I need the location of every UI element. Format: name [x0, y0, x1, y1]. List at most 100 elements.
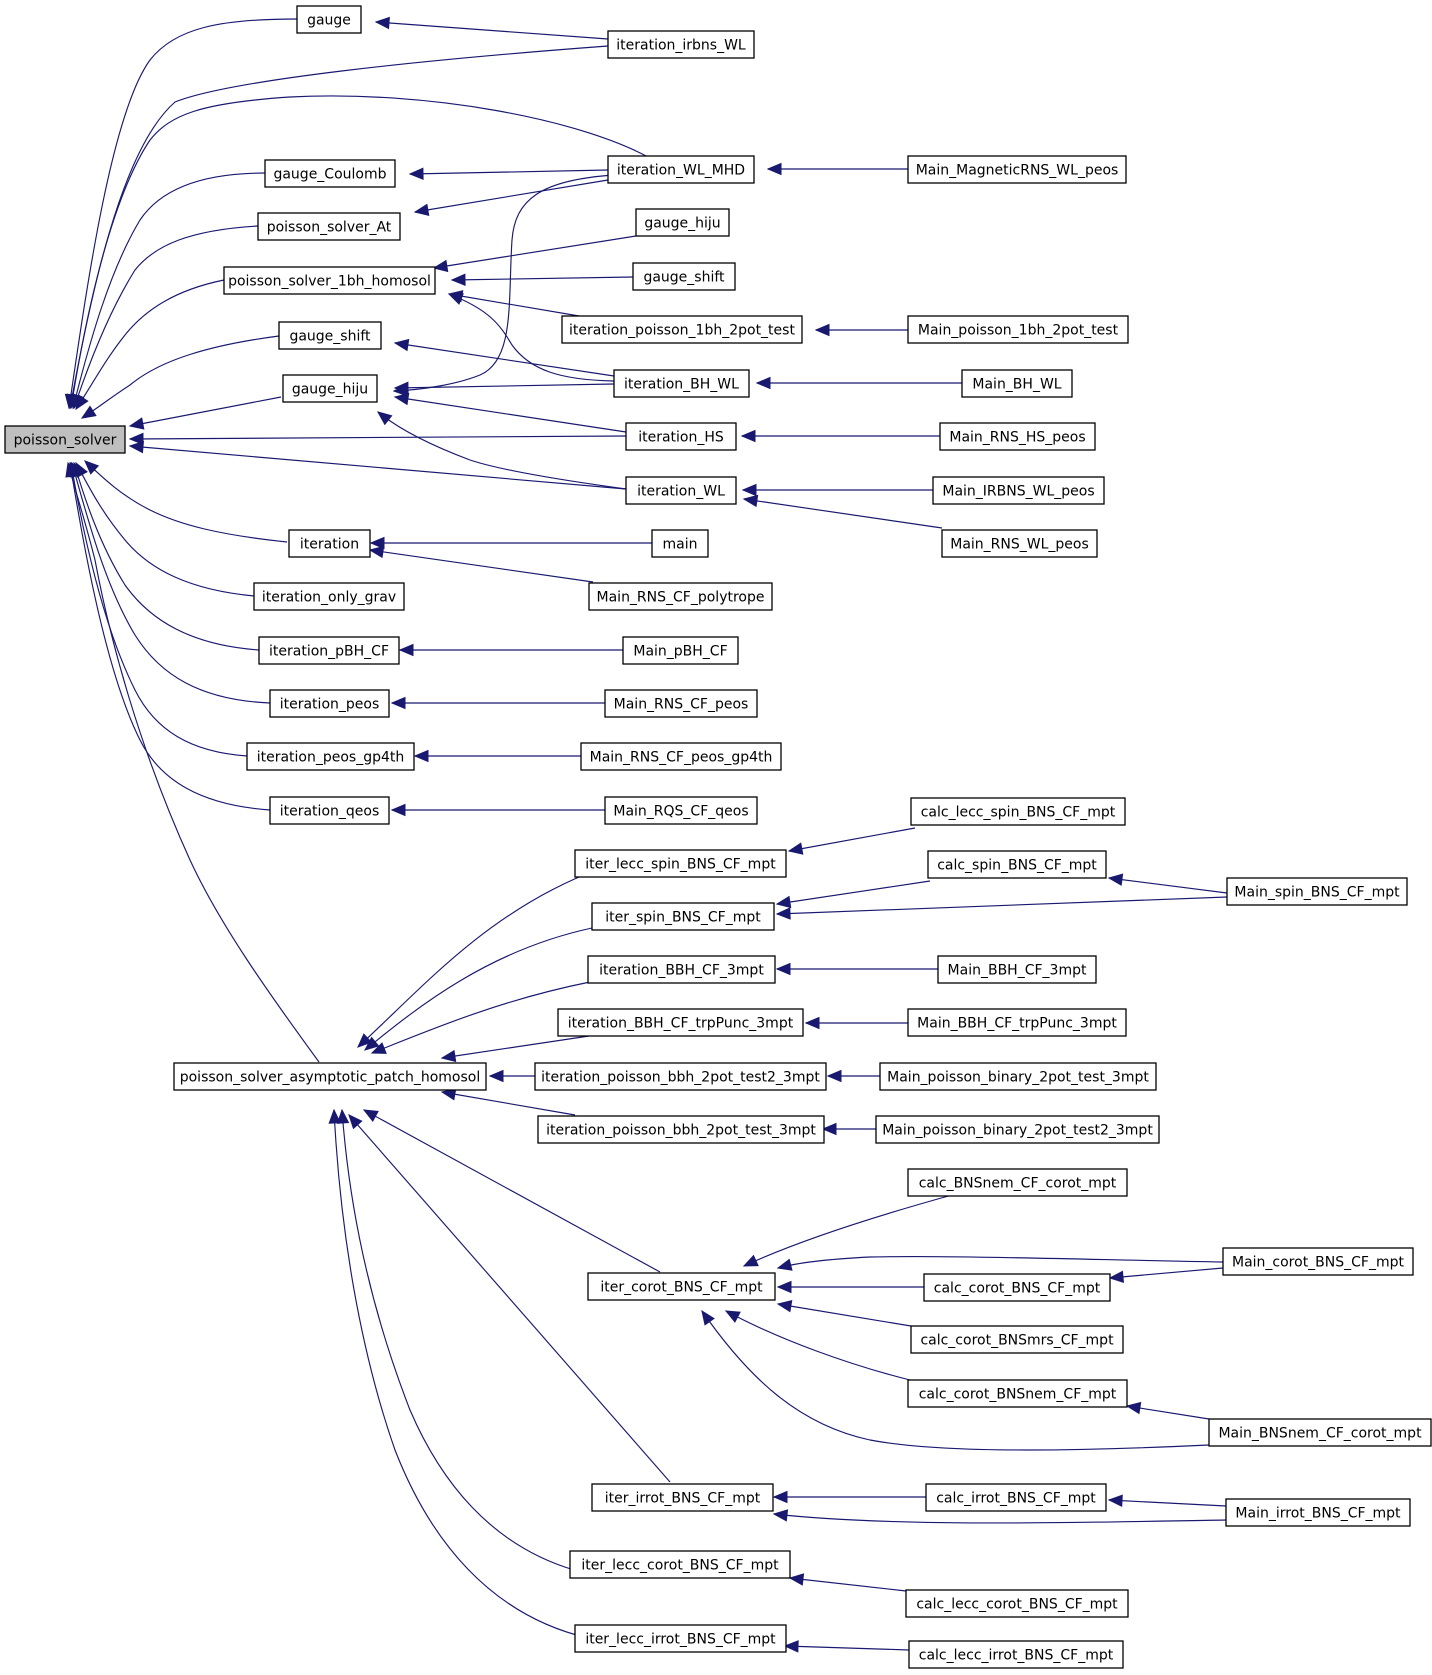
node-box[interactable] — [908, 1640, 1124, 1669]
node-box[interactable] — [561, 315, 803, 344]
node-gauge[interactable]: gauge — [296, 5, 362, 34]
node-poisson-solver-asymptotic-patch-homosol[interactable]: poisson_solver_asymptotic_patch_homosol — [173, 1062, 487, 1091]
node-main-rqs-cf-qeos[interactable]: Main_RQS_CF_qeos — [604, 796, 758, 825]
node-box[interactable] — [278, 321, 382, 350]
node-calc-lecc-irrot-bns-cf-mpt[interactable]: calc_lecc_irrot_BNS_CF_mpt — [908, 1640, 1124, 1669]
node-box[interactable] — [907, 1168, 1128, 1197]
node-box[interactable] — [1226, 877, 1408, 906]
node-iteration-hs[interactable]: iteration_HS — [625, 422, 737, 451]
node-box[interactable] — [879, 1062, 1157, 1091]
node-poisson-solver-1bh-homosol[interactable]: poisson_solver_1bh_homosol — [223, 266, 436, 295]
node-box[interactable] — [604, 689, 758, 718]
node-iter-irrot-bns-cf-mpt[interactable]: iter_irrot_BNS_CF_mpt — [591, 1483, 774, 1512]
node-box[interactable] — [607, 30, 755, 59]
node-iter-lecc-corot-bns-cf-mpt[interactable]: iter_lecc_corot_BNS_CF_mpt — [569, 1550, 791, 1579]
node-main-bnsnem-cf-corot-mpt[interactable]: Main_BNSnem_CF_corot_mpt — [1208, 1418, 1432, 1447]
node-box[interactable] — [1222, 1247, 1414, 1276]
node-box[interactable] — [282, 374, 378, 403]
node-calc-irrot-bns-cf-mpt[interactable]: calc_irrot_BNS_CF_mpt — [925, 1483, 1107, 1512]
node-box[interactable] — [587, 1272, 776, 1301]
node-main-magneticrns-wl-peos[interactable]: Main_MagneticRNS_WL_peos — [907, 155, 1127, 184]
node-iteration-wl[interactable]: iteration_WL — [625, 476, 737, 505]
node-box[interactable] — [258, 636, 400, 665]
node-box[interactable] — [257, 212, 401, 241]
node-box[interactable] — [587, 955, 776, 984]
node-box[interactable] — [173, 1062, 487, 1091]
node-box[interactable] — [932, 476, 1105, 505]
node-box[interactable] — [907, 155, 1127, 184]
node-main-poisson-binary-2pot-test2-3mpt[interactable]: Main_poisson_binary_2pot_test2_3mpt — [875, 1115, 1160, 1144]
node-box[interactable] — [223, 266, 436, 295]
node-main-poisson-1bh-2pot-test[interactable]: Main_poisson_1bh_2pot_test — [907, 315, 1129, 344]
node-iteration-pbh-cf[interactable]: iteration_pBH_CF — [258, 636, 400, 665]
node-main-rns-cf-polytrope[interactable]: Main_RNS_CF_polytrope — [588, 582, 773, 611]
node-gauge-hiju-top[interactable]: gauge_hiju — [635, 208, 730, 237]
node-iteration-qeos[interactable]: iteration_qeos — [269, 796, 390, 825]
node-calc-spin-bns-cf-mpt[interactable]: calc_spin_BNS_CF_mpt — [927, 850, 1107, 879]
node-iter-corot-bns-cf-mpt[interactable]: iter_corot_BNS_CF_mpt — [587, 1272, 776, 1301]
node-main-irrot-bns-cf-mpt[interactable]: Main_irrot_BNS_CF_mpt — [1225, 1498, 1411, 1527]
node-main-pbh-cf[interactable]: Main_pBH_CF — [622, 636, 739, 665]
node-box[interactable] — [574, 1624, 787, 1653]
node-main-rns-wl-peos[interactable]: Main_RNS_WL_peos — [941, 529, 1098, 558]
node-box[interactable] — [288, 529, 371, 558]
node-calc-lecc-spin-bns-cf-mpt[interactable]: calc_lecc_spin_BNS_CF_mpt — [910, 797, 1126, 826]
node-main-spin-bns-cf-mpt[interactable]: Main_spin_BNS_CF_mpt — [1226, 877, 1408, 906]
node-main-bbh-cf-3mpt[interactable]: Main_BBH_CF_3mpt — [937, 955, 1097, 984]
node-box[interactable] — [1208, 1418, 1432, 1447]
node-box[interactable] — [580, 742, 782, 771]
node-box[interactable] — [910, 797, 1126, 826]
node-gauge-hiju[interactable]: gauge_hiju — [282, 374, 378, 403]
node-box[interactable] — [588, 582, 773, 611]
node-box[interactable] — [910, 1325, 1124, 1354]
node-box[interactable] — [961, 369, 1073, 398]
node-iteration-only-grav[interactable]: iteration_only_grav — [253, 582, 405, 611]
node-iteration-bbh-cf-trppunc-3mpt[interactable]: iteration_BBH_CF_trpPunc_3mpt — [557, 1008, 804, 1037]
node-iteration[interactable]: iteration — [288, 529, 371, 558]
node-box[interactable] — [651, 529, 709, 558]
node-box[interactable] — [557, 1008, 804, 1037]
node-box[interactable] — [939, 422, 1096, 451]
node-box[interactable] — [925, 1483, 1107, 1512]
node-iteration-bh-wl[interactable]: iteration_BH_WL — [613, 369, 750, 398]
node-box[interactable] — [941, 529, 1098, 558]
node-main-rns-cf-peos[interactable]: Main_RNS_CF_peos — [604, 689, 758, 718]
node-iteration-poisson-bbh-2pot-test2-3mpt[interactable]: iteration_poisson_bbh_2pot_test2_3mpt — [534, 1062, 827, 1091]
node-box[interactable] — [246, 742, 415, 771]
node-box[interactable] — [591, 902, 775, 931]
node-box[interactable] — [264, 159, 396, 188]
node-iter-lecc-spin-bns-cf-mpt[interactable]: iter_lecc_spin_BNS_CF_mpt — [574, 849, 787, 878]
node-box[interactable] — [905, 1589, 1129, 1618]
node-box[interactable] — [253, 582, 405, 611]
node-calc-lecc-corot-bns-cf-mpt[interactable]: calc_lecc_corot_BNS_CF_mpt — [905, 1589, 1129, 1618]
node-box[interactable] — [923, 1273, 1111, 1302]
node-main-bbh-cf-trppunc-3mpt[interactable]: Main_BBH_CF_trpPunc_3mpt — [907, 1008, 1127, 1037]
node-main-rns-cf-peos-gp4th[interactable]: Main_RNS_CF_peos_gp4th — [580, 742, 782, 771]
node-box[interactable] — [1225, 1498, 1411, 1527]
node-main-rns-hs-peos[interactable]: Main_RNS_HS_peos — [939, 422, 1096, 451]
node-poisson-solver[interactable]: poisson_solver — [4, 425, 126, 454]
node-iteration-poisson-1bh-2pot-test[interactable]: iteration_poisson_1bh_2pot_test — [561, 315, 803, 344]
node-iter-lecc-irrot-bns-cf-mpt[interactable]: iter_lecc_irrot_BNS_CF_mpt — [574, 1624, 787, 1653]
node-main[interactable]: main — [651, 529, 709, 558]
node-box[interactable] — [625, 476, 737, 505]
node-calc-bnsnem-cf-corot-mpt[interactable]: calc_BNSnem_CF_corot_mpt — [907, 1168, 1128, 1197]
node-box[interactable] — [632, 262, 736, 291]
node-gauge-shift-top[interactable]: gauge_shift — [632, 262, 736, 291]
node-box[interactable] — [937, 955, 1097, 984]
node-box[interactable] — [635, 208, 730, 237]
node-box[interactable] — [907, 315, 1129, 344]
node-box[interactable] — [537, 1115, 825, 1144]
node-box[interactable] — [269, 796, 390, 825]
node-iter-spin-bns-cf-mpt[interactable]: iter_spin_BNS_CF_mpt — [591, 902, 775, 931]
node-box[interactable] — [591, 1483, 774, 1512]
node-iteration-peos[interactable]: iteration_peos — [269, 689, 390, 718]
node-box[interactable] — [622, 636, 739, 665]
node-box[interactable] — [927, 850, 1107, 879]
node-box[interactable] — [607, 155, 755, 184]
node-box[interactable] — [875, 1115, 1160, 1144]
node-main-corot-bns-cf-mpt[interactable]: Main_corot_BNS_CF_mpt — [1222, 1247, 1414, 1276]
node-box[interactable] — [613, 369, 750, 398]
node-box[interactable] — [269, 689, 390, 718]
node-calc-corot-bns-cf-mpt[interactable]: calc_corot_BNS_CF_mpt — [923, 1273, 1111, 1302]
